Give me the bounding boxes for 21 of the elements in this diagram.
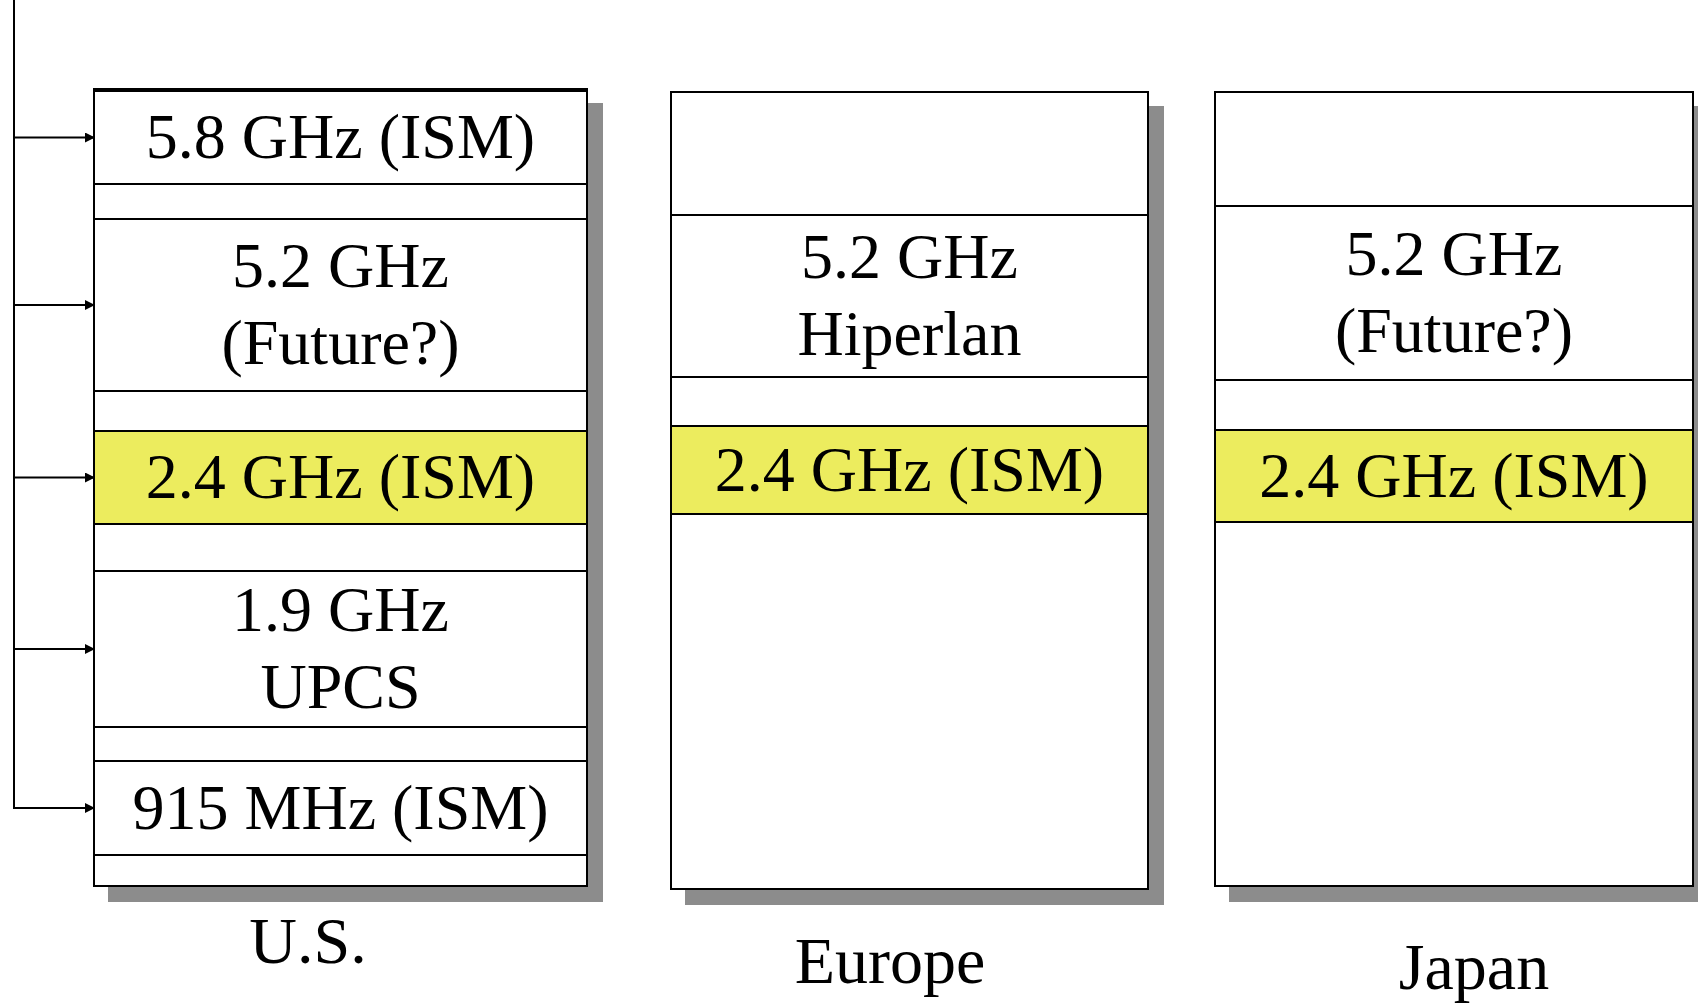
frequency-band bbox=[95, 760, 586, 856]
frequency-band bbox=[672, 425, 1147, 515]
region-label: Europe bbox=[793, 923, 987, 999]
band-label: 915 MHz (ISM) bbox=[132, 770, 549, 845]
frequency-band bbox=[95, 90, 586, 185]
region-label: U.S. bbox=[248, 903, 368, 979]
region-label: Japan bbox=[1397, 929, 1551, 1005]
frequency-band bbox=[1216, 205, 1692, 381]
frequency-band bbox=[672, 214, 1147, 378]
band-label: 2.4 GHz (ISM) bbox=[1259, 438, 1649, 513]
frequency-band bbox=[95, 218, 586, 392]
frequency-band bbox=[1216, 429, 1692, 523]
frequency-band bbox=[95, 430, 586, 525]
band-label: 5.2 GHz Hiperlan bbox=[796, 220, 1023, 371]
band-label: 2.4 GHz (ISM) bbox=[714, 432, 1105, 507]
band-label: 5.2 GHz (Future?) bbox=[1333, 217, 1575, 368]
band-label: 1.9 GHz UPCS bbox=[231, 573, 450, 724]
band-label: 2.4 GHz (ISM) bbox=[145, 440, 536, 515]
band-label: 5.8 GHz (ISM) bbox=[145, 100, 536, 175]
frequency-band bbox=[95, 570, 586, 728]
band-label: 5.2 GHz (Future?) bbox=[220, 229, 461, 380]
